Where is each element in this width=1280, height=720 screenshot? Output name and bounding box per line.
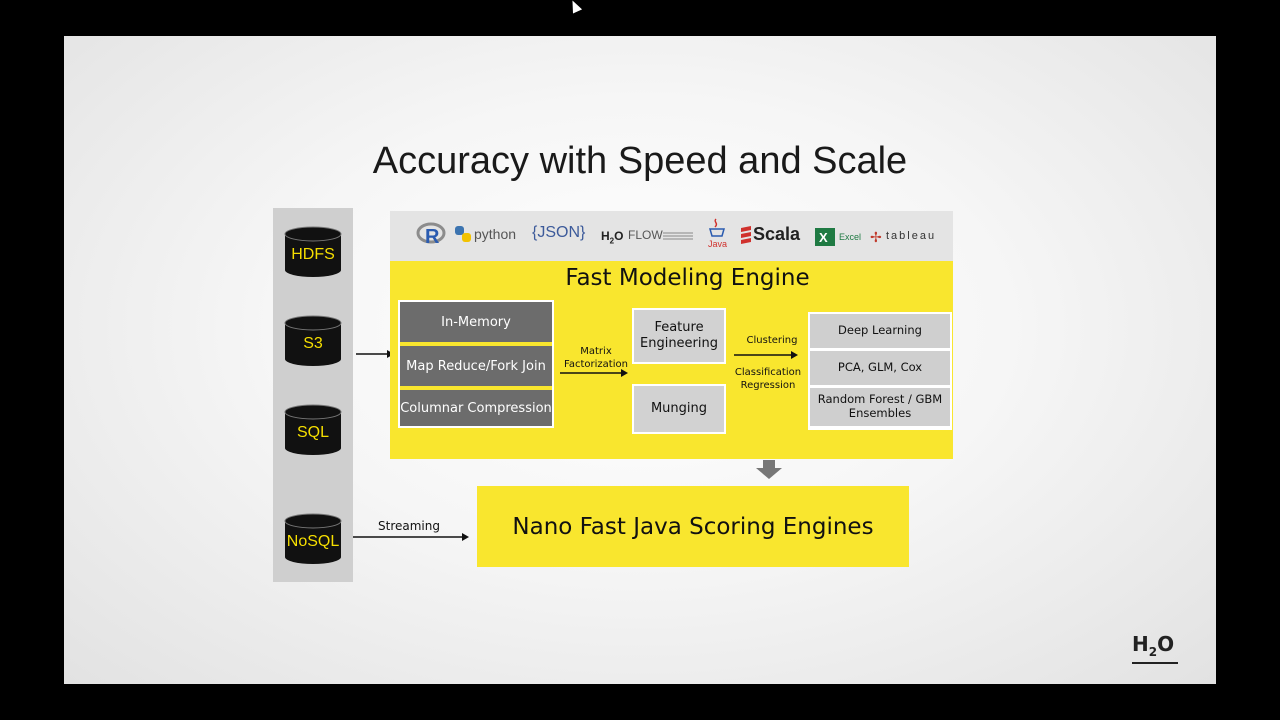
scoring-engines-box: Nano Fast Java Scoring Engines xyxy=(477,486,909,567)
sql-database-icon: SQL xyxy=(284,404,342,456)
slide: Accuracy with Speed and Scale HDFS S3 SQ… xyxy=(64,36,1216,684)
columnar-compression-box: Columnar Compression xyxy=(400,390,552,426)
r-logo-icon: R xyxy=(416,221,446,252)
matrix-factorization-label: Matrix Factorization xyxy=(564,346,628,370)
data-source-label: S3 xyxy=(303,335,323,352)
deep-learning-box: Deep Learning xyxy=(810,314,950,348)
storage-stack-border xyxy=(398,300,554,428)
java-cup-icon xyxy=(707,218,727,243)
flow-logo-text: FLOW xyxy=(628,228,663,242)
tableau-cross-icon: ✢ xyxy=(870,229,882,245)
excel-logo-icon: X xyxy=(815,228,835,251)
data-source-label: NoSQL xyxy=(286,533,340,550)
h2o-mini-logo-icon: H2O xyxy=(601,229,624,246)
arrow-right-icon xyxy=(353,533,469,541)
slide-title: Accuracy with Speed and Scale xyxy=(372,140,908,182)
pca-glm-cox-box: PCA, GLM, Cox xyxy=(810,351,950,385)
data-source-label: HDFS xyxy=(291,246,335,263)
excel-logo-text: Excel xyxy=(839,232,862,242)
tableau-logo-text: tableau xyxy=(886,230,937,242)
engine-title: Fast Modeling Engine xyxy=(565,265,810,291)
classification-regression-label: Classification Regression xyxy=(734,367,802,391)
in-memory-box: In-Memory xyxy=(400,302,552,342)
feature-engineering-box: Feature Engineering xyxy=(632,308,726,364)
streaming-label: Streaming xyxy=(378,519,440,533)
mouse-cursor-icon xyxy=(567,0,583,14)
json-logo-text: {JSON} xyxy=(532,224,586,241)
map-reduce-box: Map Reduce/Fork Join xyxy=(400,346,552,386)
flow-lines-icon xyxy=(663,232,693,240)
python-logo-icon xyxy=(454,225,472,248)
munging-box: Munging xyxy=(632,384,726,434)
python-logo-text: python xyxy=(474,226,517,242)
h2o-logo-underline xyxy=(1132,662,1178,664)
clustering-label: Clustering xyxy=(746,335,798,346)
scala-logo-icon xyxy=(740,226,752,249)
arrow-right-icon xyxy=(734,351,798,359)
data-source-label: SQL xyxy=(296,424,329,441)
h2o-logo-icon: H2O xyxy=(1132,632,1175,659)
java-logo-text: Java xyxy=(708,239,728,249)
random-forest-gbm-box: Random Forest / GBM Ensembles xyxy=(810,388,950,426)
svg-text:R: R xyxy=(425,226,440,247)
nosql-database-icon: NoSQL xyxy=(284,513,342,565)
hdfs-database-icon: HDFS xyxy=(284,226,342,278)
s3-database-icon: S3 xyxy=(284,315,342,367)
arrow-down-icon xyxy=(756,460,782,479)
arrow-right-icon xyxy=(560,369,628,377)
scala-logo-text: Scala xyxy=(753,224,801,244)
svg-text:X: X xyxy=(819,230,828,245)
